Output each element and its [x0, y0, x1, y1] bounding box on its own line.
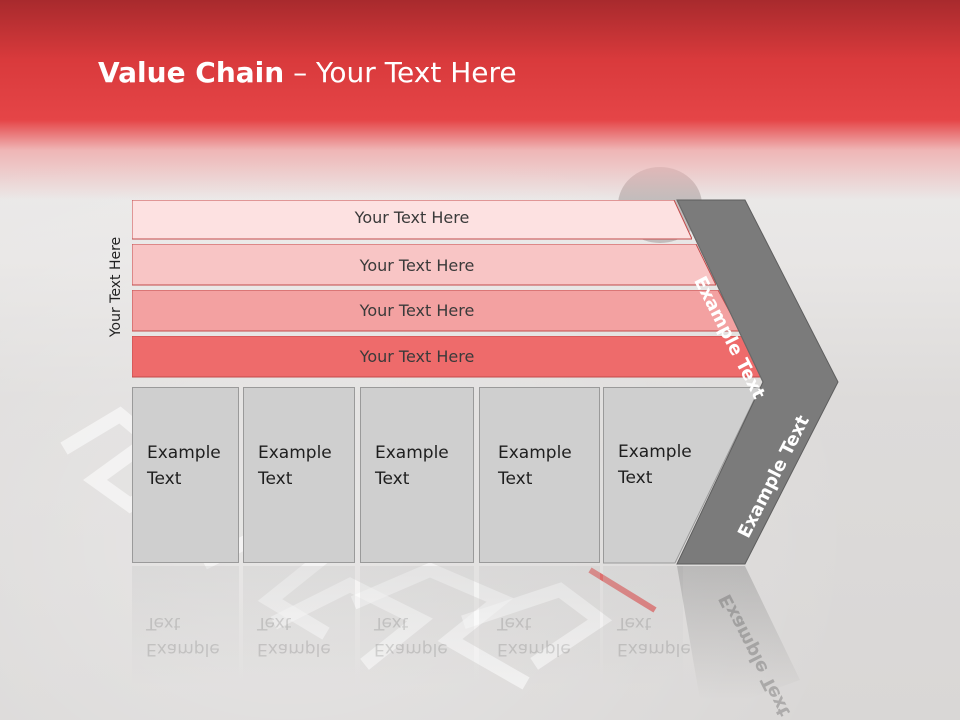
activity-4-line1: Example — [498, 443, 572, 463]
support-bar-2: Your Text Here — [132, 244, 716, 286]
title-rest: – Your Text Here — [284, 56, 517, 89]
title-bold: Value Chain — [98, 56, 285, 89]
activity-3-line2: Text — [375, 469, 410, 489]
support-bar-1-label: Your Text Here — [354, 208, 470, 227]
support-bar-1: Your Text Here — [132, 200, 692, 240]
header-band — [0, 0, 960, 200]
support-bar-3-label: Your Text Here — [359, 301, 475, 320]
activity-2-line1: Example — [258, 443, 332, 463]
activity-3-line1: Example — [375, 443, 449, 463]
activity-2-line2: Text — [258, 469, 293, 489]
support-bar-4: Your Text Here — [132, 336, 764, 378]
activity-5-line2: Text — [618, 468, 653, 488]
activity-5-line1: Example — [618, 442, 692, 462]
support-bar-3: Your Text Here — [132, 290, 740, 332]
activity-4-line2: Text — [498, 469, 533, 489]
support-bar-2-label: Your Text Here — [359, 256, 475, 275]
activity-1-line2: Text — [147, 469, 182, 489]
activity-box-5 — [603, 387, 761, 564]
activity-1-line1: Example — [147, 443, 221, 463]
page-title: Value Chain – Your Text Here — [98, 56, 517, 96]
support-bar-4-label: Your Text Here — [359, 347, 475, 366]
